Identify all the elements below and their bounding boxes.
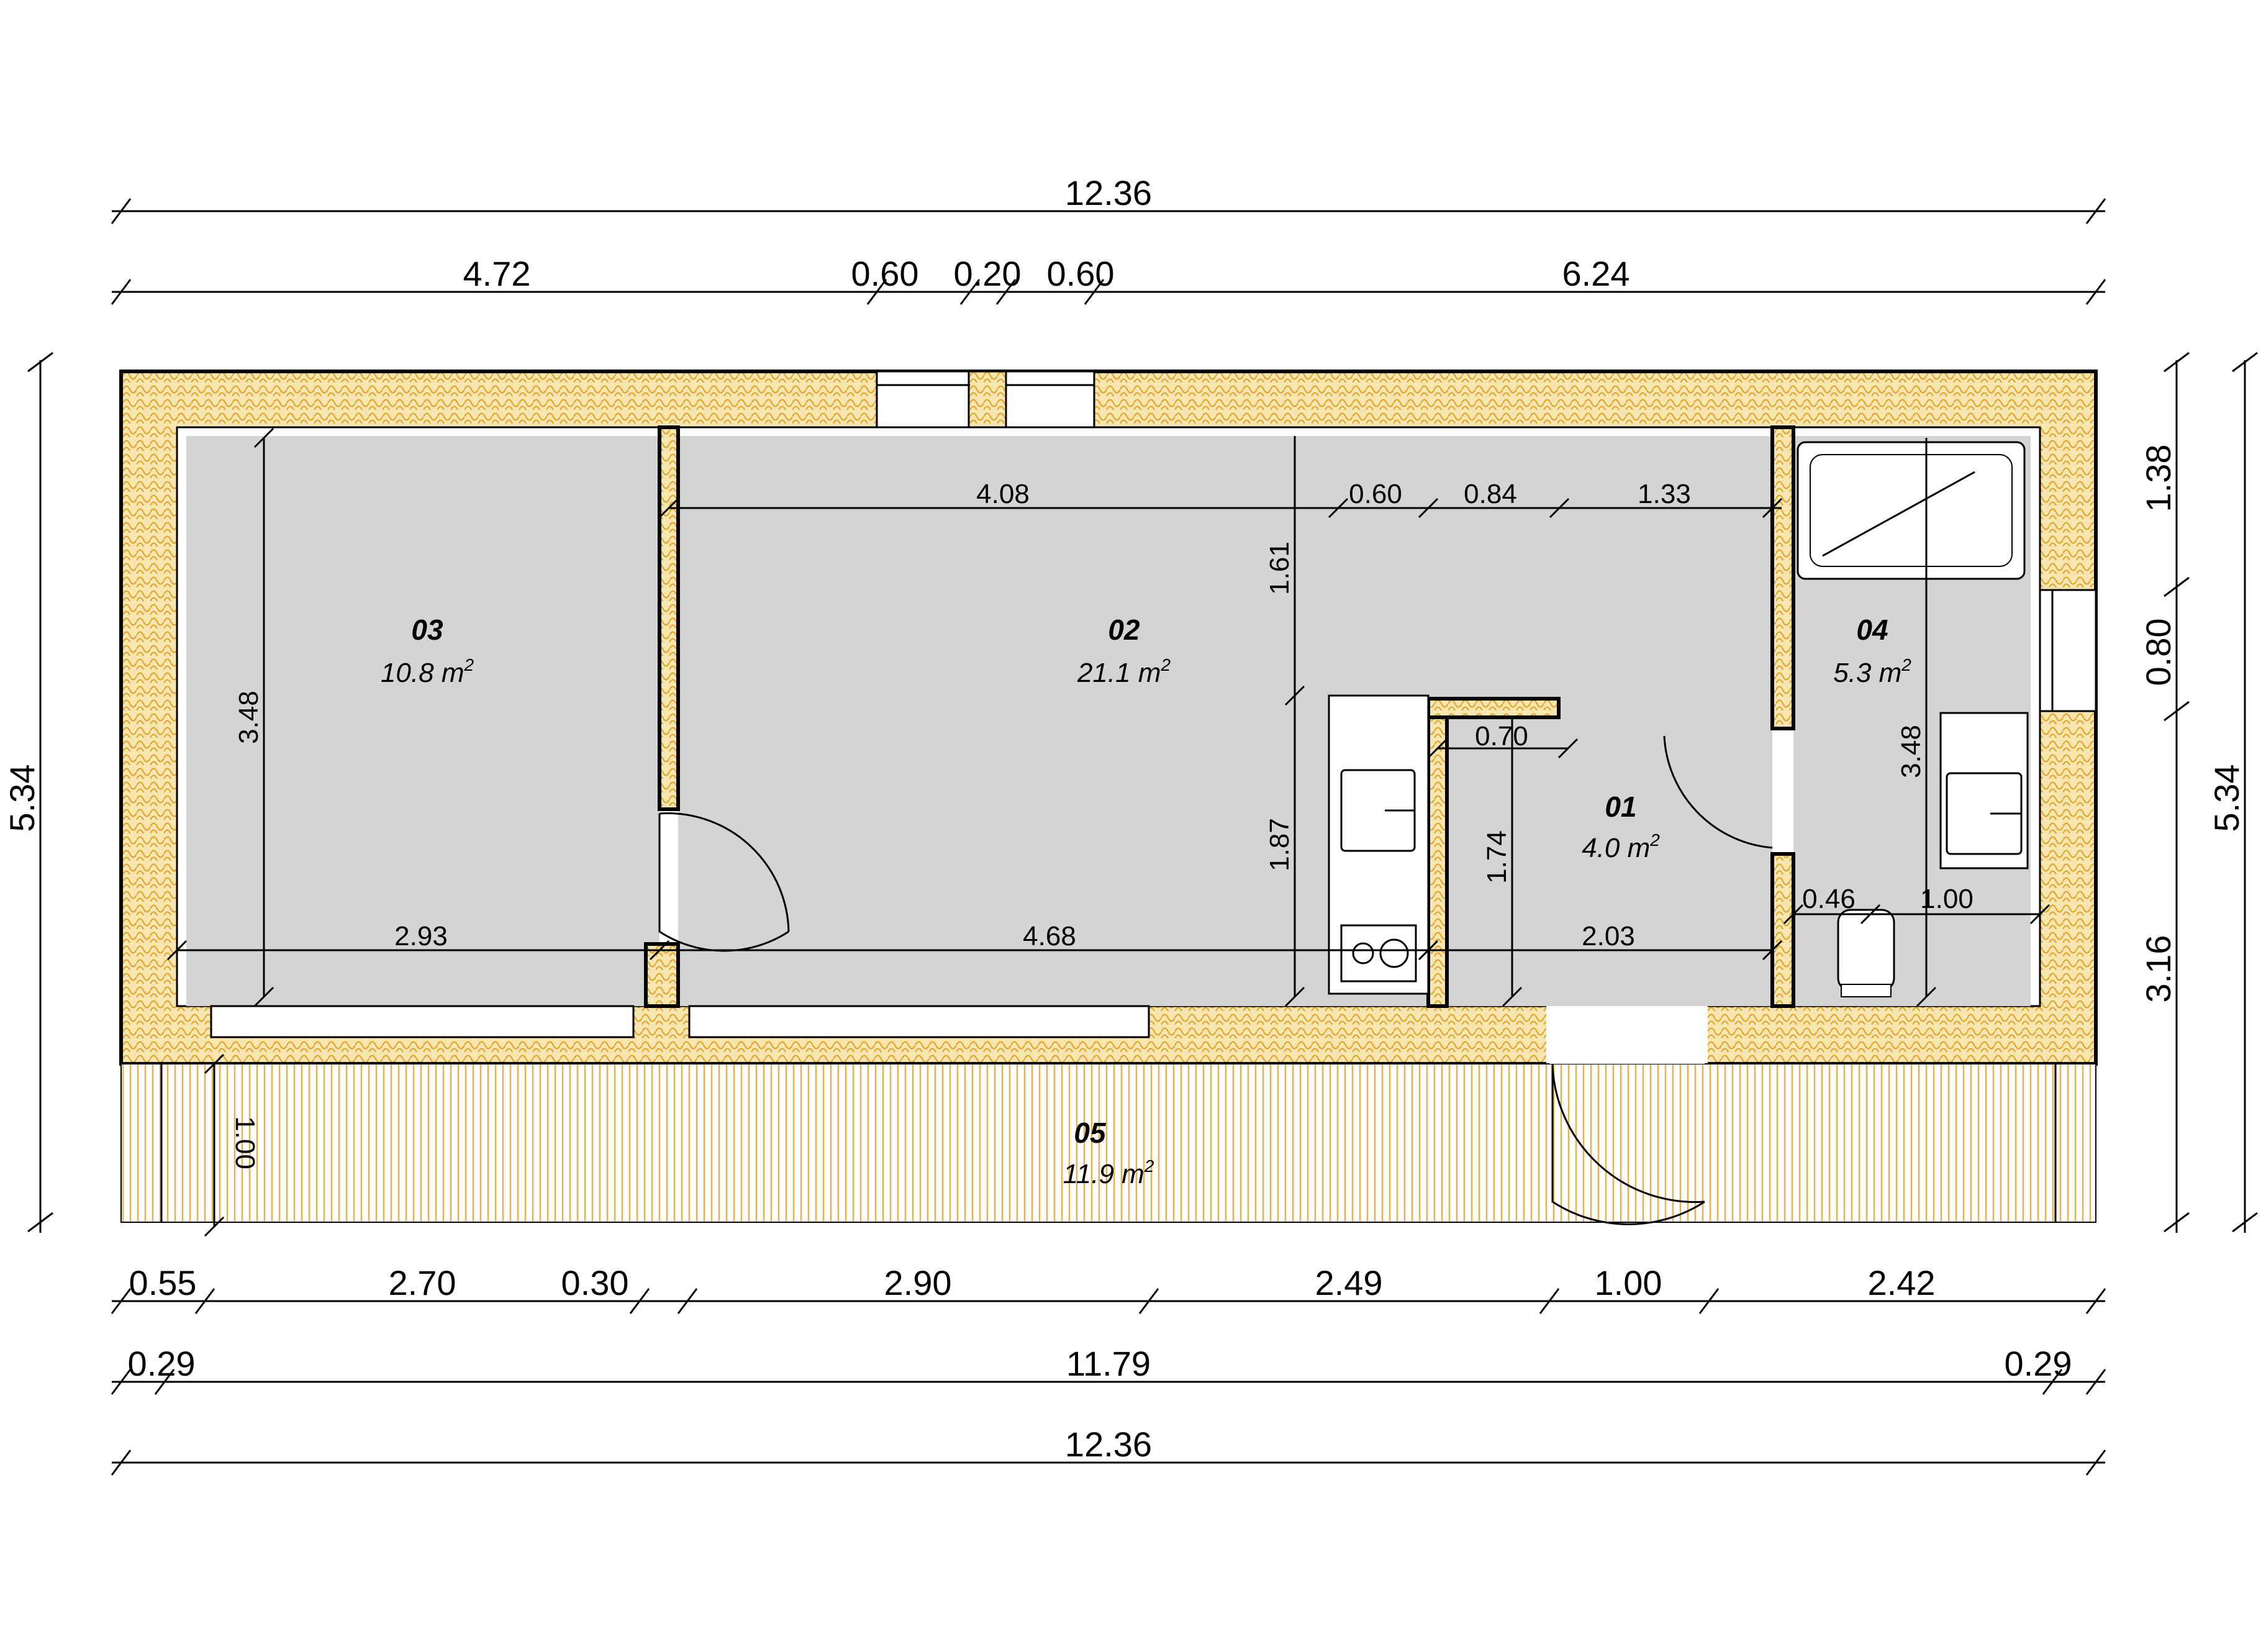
right-dimensions: 1.38 0.80 3.16 5.34 <box>2139 352 2258 1233</box>
dim-room03-width: 2.93 <box>394 921 448 951</box>
right-window <box>2039 589 2097 712</box>
bathtub-icon <box>1797 441 2026 580</box>
toilet-icon <box>1837 909 1895 992</box>
dim-bath-046: 0.46 <box>1802 884 1856 914</box>
dim-133: 1.33 <box>1638 479 1691 509</box>
dim-161: 1.61 <box>1264 542 1295 595</box>
dim-bottom-100: 1.00 <box>1595 1263 1662 1302</box>
dim-top-472: 4.72 <box>463 254 531 293</box>
dim-bottom-total: 12.36 <box>1065 1425 1152 1464</box>
dim-bottom-270: 2.70 <box>389 1263 456 1302</box>
dim-top-060a: 0.60 <box>851 254 919 293</box>
dim-right-080: 0.80 <box>2139 619 2178 686</box>
stove-icon <box>1340 924 1417 983</box>
room-05-number: 05 <box>1074 1117 1107 1149</box>
dim-right-316: 3.16 <box>2139 935 2178 1003</box>
dim-room03-height: 3.48 <box>233 691 264 744</box>
dim-bottom-242: 2.42 <box>1868 1263 1936 1302</box>
room-01-number: 01 <box>1605 791 1636 823</box>
doors <box>658 735 1773 1225</box>
dim-hall-width: 2.03 <box>1582 921 1635 951</box>
dim-bottom-290: 2.90 <box>884 1263 952 1302</box>
dim-room02-width-top: 4.08 <box>976 479 1030 509</box>
dim-bottom-249: 2.49 <box>1315 1263 1383 1302</box>
dim-room02-width-bottom: 4.68 <box>1023 921 1076 951</box>
dim-terrace-depth: 1.00 <box>230 1116 260 1169</box>
wall-kitchen-top <box>1426 697 1561 719</box>
room-02-area: 21.1 m2 <box>1077 655 1171 688</box>
room-03-floor <box>186 436 659 1006</box>
wall-bath-upper <box>1770 425 1795 730</box>
inner-dimensions: 3.48 2.93 4.68 2.03 4.08 0.60 0.84 1.33 … <box>166 427 2051 1237</box>
interior-walls <box>644 425 1795 1008</box>
dim-bath-100: 1.00 <box>1920 884 1974 914</box>
dim-top-624: 6.24 <box>1562 254 1630 293</box>
dim-174: 1.74 <box>1482 830 1512 884</box>
dim-right-total: 5.34 <box>2207 765 2246 832</box>
dim-bottom-029b: 0.29 <box>2005 1344 2072 1383</box>
top-dimensions: 12.36 4.72 0.60 0.20 0.60 6.24 <box>111 173 2106 305</box>
terrace <box>120 1022 2096 1223</box>
room-04-area: 5.3 m2 <box>1833 655 1911 688</box>
dim-070: 0.70 <box>1475 721 1528 751</box>
room-04-number: 04 <box>1856 614 1888 646</box>
dim-left-total: 5.34 <box>2 765 42 832</box>
entry-door <box>1551 1064 1705 1225</box>
room-05-area: 11.9 m2 <box>1063 1156 1154 1189</box>
room-labels: 03 10.8 m2 02 21.1 m2 04 5.3 m2 01 4.0 m… <box>381 614 1911 1189</box>
dim-top-020: 0.20 <box>954 254 1022 293</box>
dim-right-138: 1.38 <box>2139 445 2178 512</box>
terrace-deck <box>121 1064 2096 1222</box>
dim-top-total: 12.36 <box>1065 173 1152 212</box>
kitchen <box>1328 694 1430 995</box>
room-01-area: 4.0 m2 <box>1582 830 1660 863</box>
dim-187: 1.87 <box>1264 818 1295 871</box>
wall-kitchen-divider <box>1426 697 1449 1008</box>
dim-084: 0.84 <box>1464 479 1517 509</box>
dim-bottom-055: 0.55 <box>129 1263 197 1302</box>
door-04 <box>1663 735 1773 849</box>
bathroom <box>1797 441 2029 997</box>
floors <box>186 436 2031 1006</box>
room-01-floor <box>1447 714 1772 1006</box>
wall-03-02-upper <box>658 425 680 811</box>
room-03-number: 03 <box>411 614 443 646</box>
dim-bath-height: 3.48 <box>1896 725 1926 778</box>
dim-top-060b: 0.60 <box>1047 254 1115 293</box>
dim-060: 0.60 <box>1349 479 1402 509</box>
left-dimension: 5.34 <box>2 352 53 1233</box>
dim-bottom-029a: 0.29 <box>128 1344 196 1383</box>
wall-03-02-lower <box>644 942 680 1008</box>
dim-bottom-1179: 11.79 <box>1066 1344 1151 1383</box>
dim-bottom-030: 0.30 <box>561 1263 629 1302</box>
bottom-dimensions: 0.55 2.70 0.30 2.90 2.49 1.00 2.42 0.29 … <box>111 1263 2106 1476</box>
top-windows <box>876 370 1095 429</box>
wall-bath-lower <box>1770 852 1795 1008</box>
room-03-area: 10.8 m2 <box>381 655 474 688</box>
room-02-number: 02 <box>1108 614 1140 646</box>
